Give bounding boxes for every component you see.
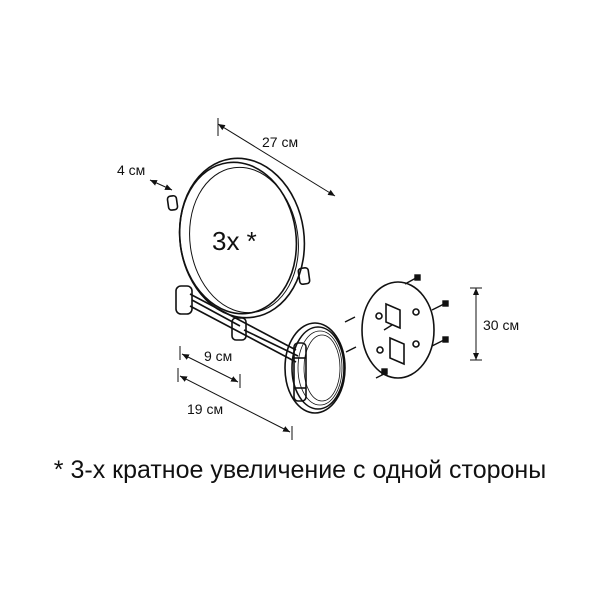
mounting-plate bbox=[361, 281, 435, 379]
magnification-label: 3х * bbox=[212, 226, 257, 256]
footnote: * 3-х кратное увеличение с одной стороны bbox=[53, 456, 547, 484]
mirror-arm bbox=[175, 285, 299, 363]
screws bbox=[344, 274, 449, 379]
dim-label-arm-short: 9 см bbox=[204, 348, 232, 364]
dim-label-arm-long: 19 см bbox=[187, 401, 223, 417]
wall-base bbox=[284, 322, 346, 414]
dim-label-height: 30 см bbox=[483, 317, 519, 333]
dim-label-width: 27 см bbox=[262, 134, 298, 150]
dimension-lines bbox=[149, 118, 482, 440]
dim-label-depth: 4 см bbox=[117, 162, 145, 178]
